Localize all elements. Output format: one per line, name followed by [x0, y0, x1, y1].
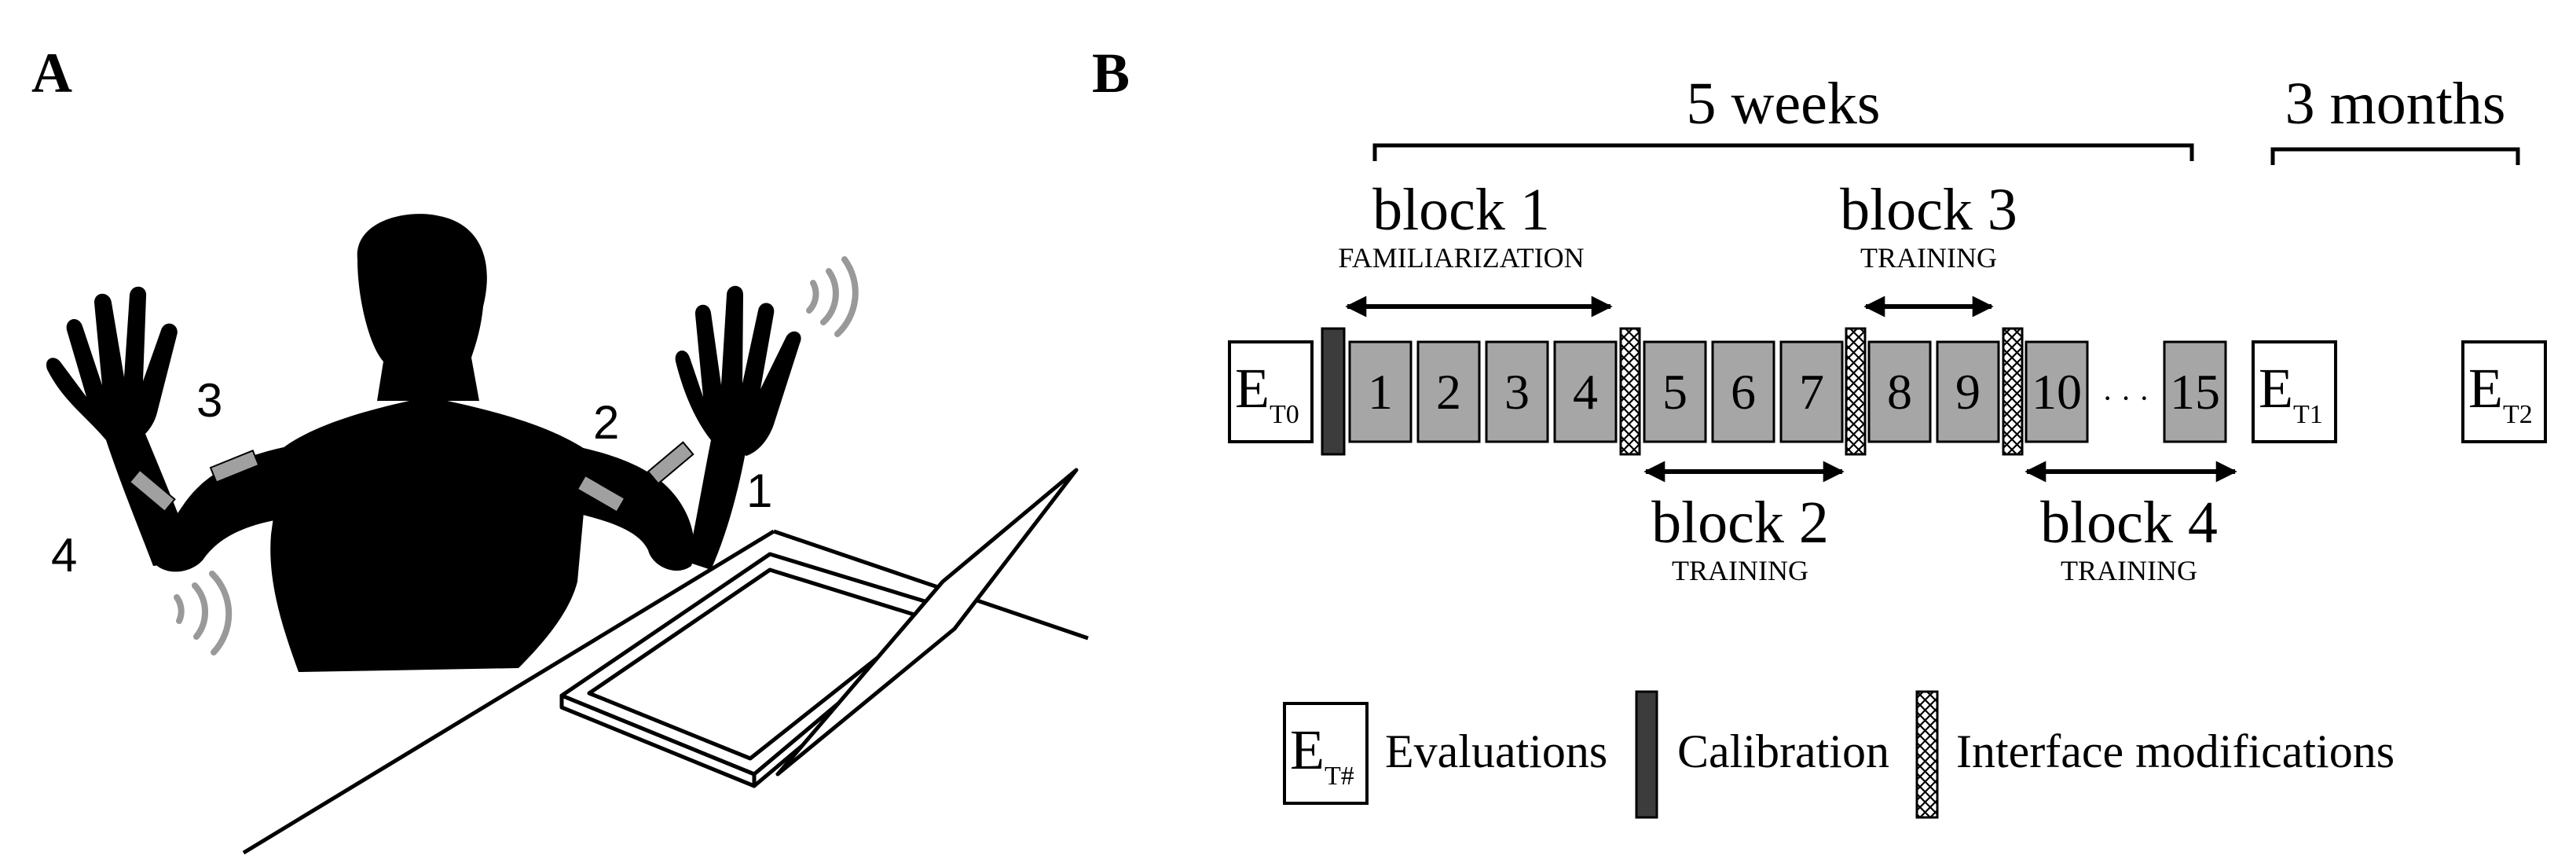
legend-evaluations-label: Evaluations	[1385, 725, 1607, 777]
session-ellipsis: · · ·	[2102, 380, 2149, 416]
svg-text:ET1: ET1	[2259, 357, 2323, 429]
session-box-1	[1348, 340, 1413, 443]
panel-a-label: A	[31, 42, 72, 105]
legend-eval-box	[1283, 702, 1369, 805]
bracket-5-weeks	[1372, 143, 2194, 161]
session-box-6	[1711, 340, 1775, 443]
session-label-8: 8	[1887, 364, 1912, 420]
eval-box-t0	[1228, 340, 1314, 443]
svg-text:ET#: ET#	[1290, 718, 1354, 791]
sensors	[128, 441, 694, 513]
session-label-3: 3	[1504, 364, 1530, 420]
session-box-2	[1416, 340, 1481, 443]
sensor-1	[647, 441, 694, 485]
legend-interface-swatch	[1915, 690, 1939, 819]
session-box-10	[2025, 340, 2089, 443]
block-3-subtitle: TRAINING	[1860, 242, 1997, 274]
sensor-label-2: 2	[593, 396, 619, 449]
session-label-5: 5	[1662, 364, 1687, 420]
block-4-subtitle: TRAINING	[2061, 555, 2197, 586]
sensor-3	[209, 449, 260, 483]
panel-b-label: B	[1092, 42, 1130, 105]
eval-t1-sub: T1	[2293, 400, 2323, 429]
svg-text:ET0: ET0	[1235, 357, 1299, 429]
session-box-15	[2163, 340, 2227, 443]
session-label-15: 15	[2170, 364, 2220, 420]
person-silhouette	[46, 214, 801, 672]
session-label-10: 10	[2032, 364, 2082, 420]
block-1-subtitle: FAMILIARIZATION	[1338, 242, 1584, 274]
legend-interface-label: Interface modifications	[1956, 725, 2395, 777]
legend-calibration-swatch	[1635, 690, 1658, 819]
block-3-title: block 3	[1840, 177, 2017, 243]
session-box-4	[1553, 340, 1618, 443]
sensor-label-1: 1	[746, 465, 772, 517]
interface-mod-3	[2002, 327, 2024, 456]
table-lines	[242, 529, 1089, 855]
vibration-icon-right	[806, 256, 859, 337]
sensor-2	[576, 474, 626, 513]
session-box-9	[1936, 340, 2000, 443]
bracket-3-months	[2270, 147, 2520, 165]
svg-text:ET2: ET2	[2468, 357, 2533, 429]
legend-calibration-label: Calibration	[1677, 725, 1889, 777]
vibration-icon-left	[174, 571, 233, 656]
session-box-7	[1779, 340, 1844, 443]
session-label-1: 1	[1368, 364, 1393, 420]
session-label-6: 6	[1731, 364, 1756, 420]
session-label-2: 2	[1436, 364, 1461, 420]
block-2-title: block 2	[1651, 490, 1829, 556]
sensor-label-4: 4	[51, 529, 77, 582]
legend-eval-sub: T#	[1325, 762, 1354, 791]
legend: ET# Evaluations Calibration Interface mo…	[1283, 690, 2395, 819]
eval-t0-main: E	[1235, 357, 1270, 420]
eval-t2-sub: T2	[2503, 400, 2533, 429]
session-box-8	[1867, 340, 1932, 443]
sensor-label-3: 3	[196, 374, 222, 427]
eval-box-t1	[2252, 340, 2337, 443]
interface-mod-2	[1845, 327, 1867, 456]
block-4-title: block 4	[2040, 490, 2218, 556]
sensor-4	[128, 468, 176, 513]
interface-mod-1	[1619, 327, 1641, 456]
block-1-title: block 1	[1372, 177, 1550, 243]
session-box-5	[1643, 340, 1707, 443]
label-3-months: 3 months	[2285, 71, 2506, 137]
label-5-weeks: 5 weeks	[1687, 71, 1881, 137]
calibration-bar	[1321, 327, 1346, 456]
block-2-subtitle: TRAINING	[1672, 555, 1808, 586]
eval-box-t2	[2461, 340, 2547, 443]
legend-eval-main: E	[1290, 718, 1325, 781]
panel-a: A	[31, 42, 1089, 855]
tablet	[559, 468, 1079, 788]
eval-t0-sub: T0	[1270, 400, 1299, 429]
panel-b: B 5 weeks 3 months block 1 FAMILIARIZATI…	[1092, 42, 2547, 819]
eval-t1-main: E	[2259, 357, 2293, 420]
session-box-3	[1485, 340, 1549, 443]
session-label-9: 9	[1955, 364, 1981, 420]
eval-t2-main: E	[2468, 357, 2503, 420]
session-label-4: 4	[1573, 364, 1598, 420]
session-label-7: 7	[1799, 364, 1824, 420]
timeline: ET0 1 2 3 4 5 6	[1228, 327, 2547, 456]
